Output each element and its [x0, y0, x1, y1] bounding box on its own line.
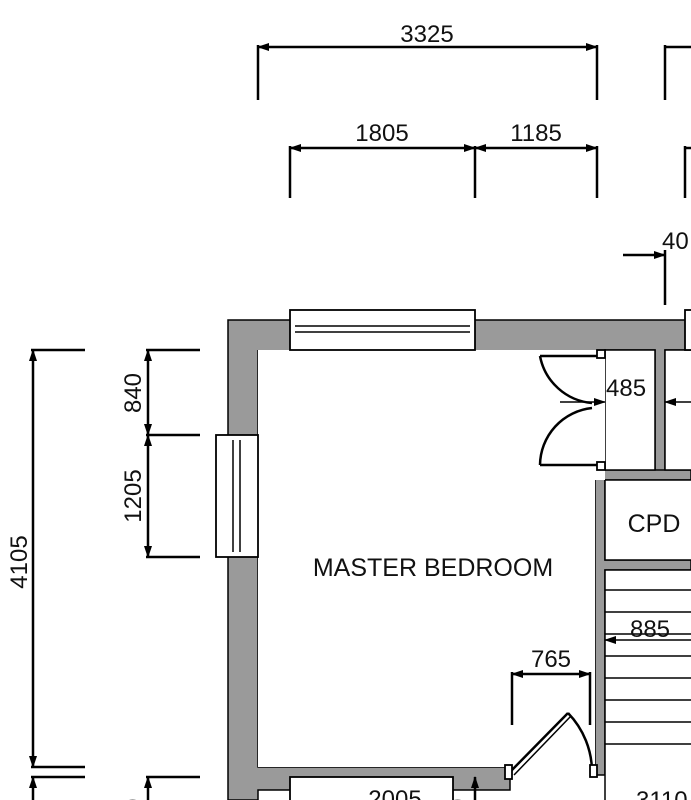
dim-840: 840: [120, 373, 147, 413]
walls: [227, 319, 691, 800]
window-left: [215, 434, 259, 558]
window-bottom: [289, 776, 454, 800]
dimension-top-overall: 3325: [256, 21, 691, 100]
dim-1805: 1805: [355, 120, 408, 147]
dimension-door: 765: [510, 646, 592, 725]
dim-40: 40: [662, 228, 689, 255]
dimension-cupboard: 485: [560, 375, 691, 406]
dim-485: 485: [606, 375, 646, 402]
dim-3110: 3110: [636, 787, 688, 800]
room-label-master-bedroom: MASTER BEDROOM: [313, 554, 553, 582]
dimension-top-partial: 40: [623, 228, 689, 305]
dimension-top-split: 1805 1185: [288, 120, 691, 198]
dimension-left-overall: 4105: [6, 348, 85, 800]
room-label-cupboard: CPD: [628, 510, 681, 538]
dim-1205: 1205: [120, 469, 147, 522]
dimension-bottom: 2005 0 3110: [368, 776, 688, 800]
dim-4105: 4105: [6, 535, 33, 588]
dim-bottom-mid-partial: 0: [445, 799, 472, 800]
dimension-left-split: 840 1205 0: [120, 348, 200, 800]
window-right-partial: [684, 309, 691, 351]
dim-765: 765: [531, 646, 571, 673]
dim-1185: 1185: [510, 120, 562, 147]
dim-bottom-left-partial: 0: [120, 799, 147, 800]
dim-3325: 3325: [400, 21, 453, 48]
dim-2005: 2005: [368, 786, 421, 800]
stairs: [605, 589, 691, 745]
bedroom-door: [504, 712, 598, 780]
window-top: [289, 309, 476, 351]
dim-885: 885: [630, 616, 670, 643]
